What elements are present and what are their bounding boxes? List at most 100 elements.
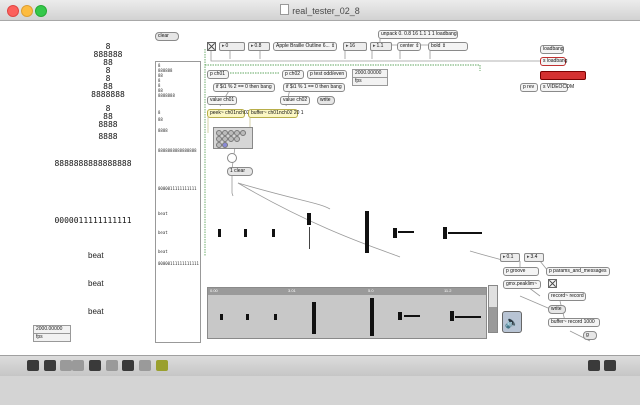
- snap-icon[interactable]: [139, 360, 151, 371]
- loadbang-object[interactable]: loadbang: [540, 45, 564, 54]
- align-menu[interactable]: center ⇕: [397, 42, 421, 51]
- unpack-object[interactable]: unpack 0. 0.8 16 1.1 1 1 loadbang: [378, 30, 458, 39]
- list-item: 8: [158, 63, 161, 68]
- fps-label: fps: [352, 77, 388, 86]
- toggle-record[interactable]: [548, 279, 557, 288]
- new-message-icon[interactable]: [72, 360, 84, 371]
- p-test-object[interactable]: p test odd/even: [307, 70, 347, 79]
- sidebar-icon[interactable]: [604, 360, 616, 371]
- gain-slider-fill: [489, 306, 497, 332]
- g-message[interactable]: g: [583, 331, 597, 340]
- clipboard-icon[interactable]: [89, 360, 101, 371]
- value-ch01-object[interactable]: value ch01: [207, 96, 237, 105]
- matrix-cell[interactable]: [216, 130, 222, 136]
- red-indicator[interactable]: loadmess: [540, 71, 586, 86]
- presentation-icon[interactable]: [44, 360, 56, 371]
- buffer-record-object[interactable]: buffer~ record 1000: [548, 318, 600, 327]
- p-ch01-object[interactable]: p ch01: [207, 70, 229, 79]
- bottom-fps-label: fps: [33, 333, 71, 342]
- gain-slider[interactable]: [488, 285, 498, 333]
- lock-icon[interactable]: [27, 360, 39, 371]
- event-marker[interactable]: [244, 229, 247, 237]
- write-message[interactable]: write: [317, 96, 335, 105]
- leading-number[interactable]: 1.1: [370, 42, 392, 51]
- p-params-object[interactable]: p params_and_messages: [546, 267, 610, 276]
- event-marker[interactable]: [443, 227, 447, 239]
- wave-marker: [450, 311, 454, 321]
- value-ch02-object[interactable]: value ch02: [280, 96, 310, 105]
- matrix-cell[interactable]: [222, 130, 228, 136]
- text-list[interactable]: 8 888888 88 8 8 88 8888888 8 88 8888 888…: [155, 61, 201, 343]
- if-ch02-object[interactable]: if $i1 % 1 == 0 then bang: [283, 83, 345, 92]
- ruler-tick: 0.00: [210, 288, 218, 293]
- window-title: real_tester_02_8: [0, 4, 640, 16]
- peek-object[interactable]: peek~ ch01nch02: [207, 109, 250, 118]
- event-marker[interactable]: [307, 213, 311, 225]
- p-groove-object[interactable]: p groove: [503, 267, 539, 276]
- p-ch02-object[interactable]: p ch02: [282, 70, 304, 79]
- event-marker[interactable]: [365, 211, 369, 253]
- beat-label-2: beat: [88, 279, 104, 288]
- matrix-cell[interactable]: [216, 136, 222, 142]
- number-box-a[interactable]: 0: [219, 42, 245, 51]
- info-icon[interactable]: [106, 360, 118, 371]
- matrix-cell[interactable]: [234, 136, 240, 142]
- font-size-number[interactable]: 16: [343, 42, 367, 51]
- toggle-top[interactable]: [207, 42, 216, 51]
- bang-button[interactable]: [227, 153, 237, 163]
- p-rev-object[interactable]: p rev: [520, 83, 538, 92]
- record-object[interactable]: record~ record: [548, 292, 586, 301]
- buffer-object-a[interactable]: buffer~ ch01nch02 20 1: [248, 109, 304, 118]
- number-box-b[interactable]: 0.8: [248, 42, 270, 51]
- font-menu[interactable]: Apple Braille Outline 6... ⇕: [273, 42, 337, 51]
- matrix-cell[interactable]: [216, 142, 222, 148]
- split-view-icon[interactable]: [588, 360, 600, 371]
- matrix-cell[interactable]: [222, 142, 228, 148]
- new-object-icon[interactable]: [60, 360, 72, 371]
- matrix-cell[interactable]: [222, 136, 228, 142]
- event-marker[interactable]: [448, 232, 482, 234]
- speaker-icon[interactable]: 🔈: [502, 311, 522, 333]
- menu-arrows-icon: ⇕: [329, 43, 336, 49]
- waveform-view[interactable]: 0.00 3.01 5.0 11.2: [207, 287, 487, 339]
- number-box-val-b[interactable]: 3.4: [524, 253, 544, 262]
- peaklim-object[interactable]: gmx.peaklim~: [503, 280, 541, 289]
- write-message-2[interactable]: write: [548, 305, 566, 314]
- patcher-canvas[interactable]: clear 8 888888 88 8 8 88 8888888 8 88 88…: [0, 21, 640, 351]
- grid-icon[interactable]: [122, 360, 134, 371]
- event-marker[interactable]: [218, 229, 221, 237]
- zoom-window-button[interactable]: [35, 5, 47, 17]
- debug-icon[interactable]: [156, 360, 168, 371]
- list-item: 8888: [158, 128, 168, 133]
- weight-menu[interactable]: bold ⇕: [428, 42, 468, 51]
- matrix-cell[interactable]: [234, 130, 240, 136]
- event-marker[interactable]: [398, 231, 414, 233]
- digit-row-3: 88: [103, 58, 113, 67]
- align-menu-value: center: [400, 43, 414, 49]
- digit-row-1: 8: [105, 42, 111, 51]
- matrix-cell[interactable]: [228, 130, 234, 136]
- if-ch01-object[interactable]: if $i1 % 2 == 0 then bang: [213, 83, 275, 92]
- matrix-cell[interactable]: [240, 130, 246, 136]
- list-item: 88: [158, 117, 163, 122]
- number-box-val-a[interactable]: 0.1: [500, 253, 520, 262]
- event-marker[interactable]: [272, 229, 275, 237]
- digit-row-4: 8: [105, 66, 111, 75]
- minimize-window-button[interactable]: [21, 5, 33, 17]
- videocom-object[interactable]: s VIDEOCOM: [540, 83, 574, 92]
- clear-message[interactable]: clear: [155, 32, 179, 41]
- matrix-control[interactable]: [213, 127, 253, 149]
- wave-marker: [370, 298, 374, 336]
- event-marker[interactable]: [393, 228, 397, 238]
- matrix-cell[interactable]: [228, 136, 234, 142]
- list-item: 00000111111111111: [158, 261, 199, 266]
- one-clear-message[interactable]: 1 clear: [227, 167, 253, 176]
- wave-marker: [455, 316, 481, 318]
- desktop-background: [0, 376, 640, 405]
- event-marker[interactable]: [309, 227, 310, 249]
- s-loadbang-object[interactable]: s loadbang: [540, 57, 567, 66]
- document-icon: [280, 4, 290, 15]
- digit-row-6: 88: [103, 82, 113, 91]
- list-item: 8888888888888888: [158, 148, 197, 153]
- close-window-button[interactable]: [7, 5, 19, 17]
